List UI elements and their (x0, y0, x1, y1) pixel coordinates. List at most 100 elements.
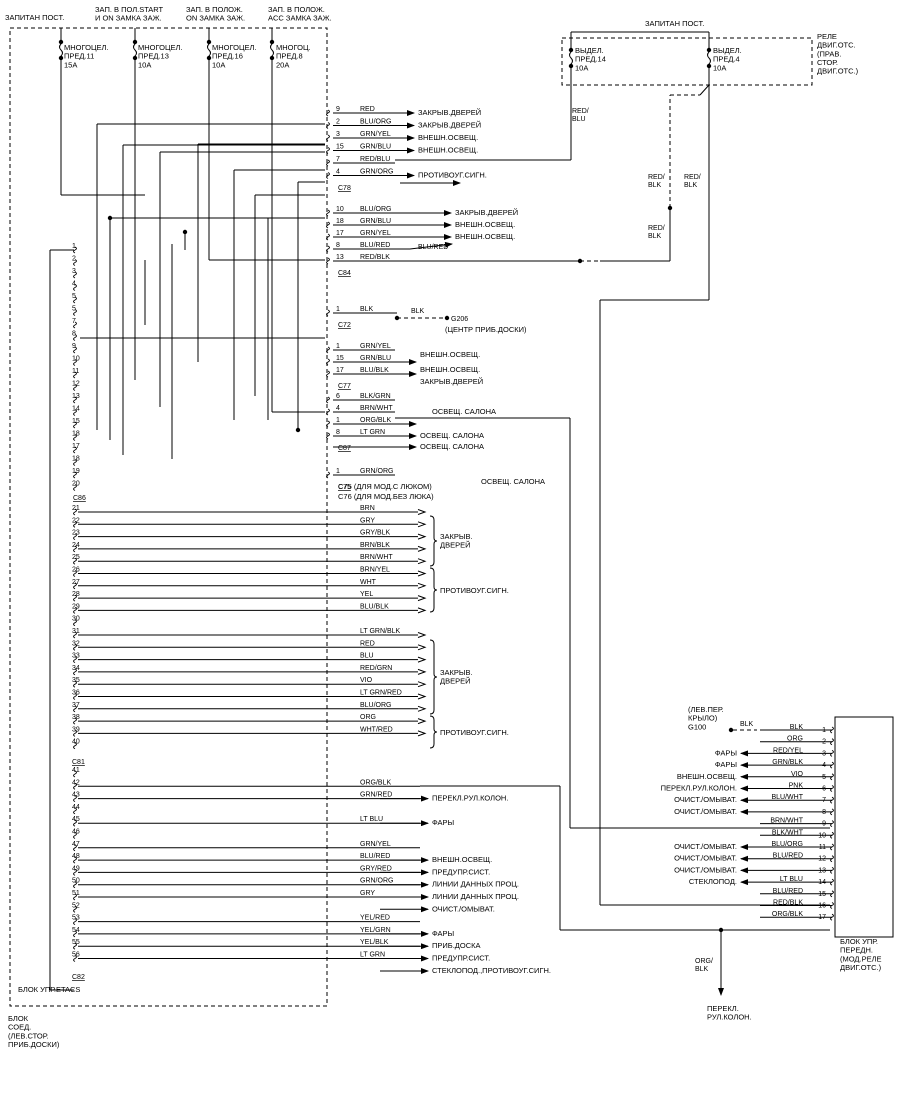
pin-label: 8 (336, 429, 340, 436)
c75-note: C75 (ДЛЯ МОД.С ЛЮКОМ) (338, 482, 432, 491)
c86-pin-9: 9 (72, 343, 76, 350)
c82-pin-mark (73, 955, 77, 962)
connector-pin-mark (326, 122, 330, 129)
connector-pin-mark (326, 209, 330, 217)
connector-pin-mark (326, 159, 330, 167)
fc-pin-mark (830, 808, 834, 816)
wire-color-label: BRN/WHT (360, 405, 393, 412)
pin-label: 15 (336, 355, 344, 362)
c81-pin-mark (73, 705, 77, 713)
c81-pin-32: 32 (72, 640, 80, 647)
fc-pin-mark (830, 913, 834, 921)
c86-pin-5: 5 (72, 306, 76, 313)
bracket (429, 567, 438, 613)
c82-destination: ПРИБ.ДОСКА (432, 941, 481, 950)
ground-dot (728, 727, 734, 733)
fc-pin-1: 1 (822, 727, 826, 734)
c86-pin-mark (73, 346, 77, 354)
fc-pin-5: 5 (822, 774, 826, 781)
ground-wire-color: BLK (411, 308, 425, 315)
c82-pin-43: 43 (72, 792, 80, 799)
c77-dest-1: ВНЕШН.ОСВЕЩ. (420, 350, 480, 359)
wire-color-label: LT BLU (360, 816, 383, 823)
bracket-label-1: ЗАКРЫВ.ДВЕРЕЙ (440, 532, 473, 550)
fc-pin-mark (830, 773, 834, 781)
fc-destination: ФАРЫ (715, 748, 738, 757)
c81-pin-24: 24 (72, 542, 80, 549)
fc-destination: ПЕРЕКЛ.РУЛ.КОЛОН. (661, 784, 737, 793)
c86-pin-mark (73, 396, 77, 404)
splice-dot (295, 427, 301, 433)
pin-label: 2 (336, 119, 340, 126)
c81-pin-end (417, 681, 427, 688)
c86-pin-mark (73, 296, 77, 304)
c82-pin-mark (73, 881, 77, 889)
c86-pin-2: 2 (72, 256, 76, 263)
c81-pin-end (417, 705, 427, 712)
wire-color-label: BRN/WHT (360, 554, 393, 561)
wire-color-label: GRN/ORG (360, 468, 393, 475)
fc-destination: ОЧИСТ./ОМЫВАТ. (674, 854, 737, 863)
c82-destination: ЛИНИИ ДАННЫХ ПРОЦ. (432, 892, 519, 901)
c81-pin-mark (73, 545, 77, 553)
fc-pin-11: 11 (819, 844, 826, 851)
front-control-box (834, 716, 894, 938)
c82-destination: ПЕРЕКЛ.РУЛ.КОЛОН. (432, 794, 508, 803)
destination-label: ПРОТИВОУГ.СИГН. (418, 171, 487, 180)
c86-pin-4: 4 (72, 281, 76, 288)
c86-pin-1: 1 (72, 243, 76, 250)
fc-pin-16: 16 (818, 903, 826, 910)
g206-label: G206 (451, 316, 468, 323)
c82-pin-52: 52 (72, 902, 80, 909)
fuse-2-icon (133, 43, 137, 57)
c86-pin-mark (73, 459, 77, 466)
c81-pin-22: 22 (72, 517, 80, 524)
wire-color-label: BLU/ORG (360, 119, 392, 126)
header-acc: ЗАП. В ПОЛОЖ.ACC ЗАМКА ЗАЖ. (268, 5, 332, 23)
fc-pin-6: 6 (822, 786, 826, 793)
c81-pin-27: 27 (72, 579, 80, 586)
wire-color-label: BLU/ORG (360, 206, 392, 213)
c81-pin-33: 33 (72, 653, 80, 660)
fc-pin-mark (830, 878, 834, 886)
relay-box-outline (561, 37, 813, 86)
c86-pin-mark (73, 446, 77, 454)
c81-pin-end (417, 509, 427, 515)
wire-color-label: BLK (360, 306, 374, 313)
fc-destination: ОЧИСТ./ОМЫВАТ. (674, 807, 737, 816)
wire-color-label: GRN/YEL (360, 343, 391, 350)
c82-pin-45: 45 (72, 816, 80, 823)
c82-pin-50: 50 (72, 878, 80, 885)
pin-label: 6 (336, 393, 340, 400)
fc-pin-3: 3 (822, 750, 826, 757)
c81-pin-mark (73, 643, 77, 651)
wire-color-label: RED/BLU (360, 156, 390, 163)
c81-pin-36: 36 (72, 690, 80, 697)
bottom-wire-label: ORG/BLK (695, 958, 713, 973)
wire-color-label: BLK/WHT (772, 829, 804, 836)
wire-relay (699, 84, 710, 96)
wire-color-label: GRN/RED (360, 792, 392, 799)
c82-pin-mark (73, 942, 77, 950)
destination-label: ВНЕШН.ОСВЕЩ. (455, 232, 515, 241)
fc-pin-2: 2 (822, 739, 826, 746)
c82-pin-56: 56 (72, 952, 80, 959)
fc-pin-mark (830, 749, 834, 757)
c82-destination: ФАРЫ (432, 929, 455, 938)
c82-pin-mark (73, 918, 77, 926)
fc-pin-15: 15 (818, 891, 826, 898)
connector-pin-mark (326, 172, 330, 179)
c81-pin-31: 31 (72, 628, 80, 635)
wire-color-label: BLK/GRN (360, 393, 391, 400)
c82-pin-mark (73, 930, 77, 938)
c81-pin-end (417, 595, 427, 602)
c81-pin-29: 29 (72, 603, 80, 610)
c82-pin-48: 48 (72, 853, 80, 860)
connector-pin-mark (326, 221, 330, 229)
fc-pin-mark (830, 843, 834, 851)
bracket (429, 639, 438, 715)
splice-dot (182, 229, 188, 235)
red-blk-label-3: RED/BLK (648, 225, 665, 240)
